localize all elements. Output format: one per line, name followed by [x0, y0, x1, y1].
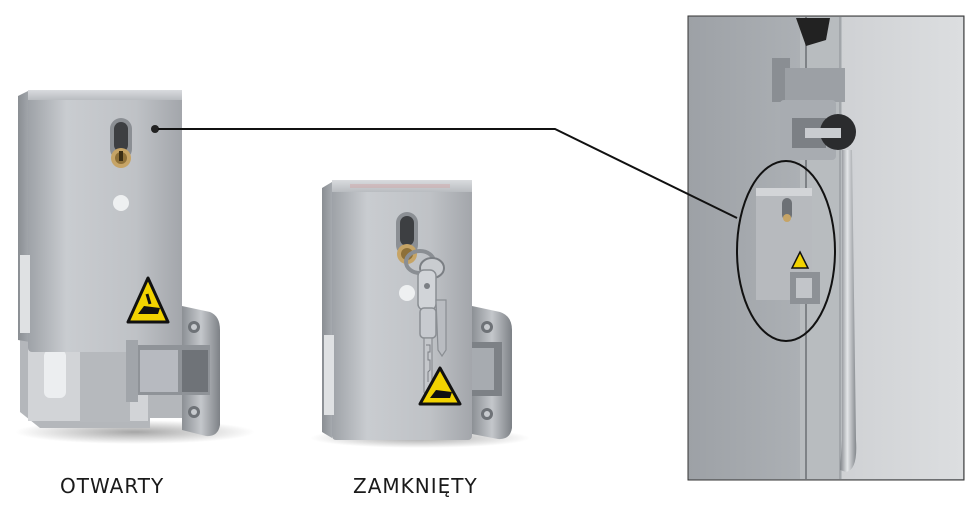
- caption-open: OTWARTY: [60, 474, 165, 498]
- hand-crush-warning-icon: [126, 276, 170, 324]
- lock-open: [15, 90, 255, 444]
- lock-closed: [310, 180, 530, 448]
- caption-closed: ZAMKNIĘTY: [353, 474, 478, 498]
- keys: [404, 249, 447, 400]
- hand-crush-warning-icon: [418, 366, 462, 406]
- cylinder-lock-icon: [396, 212, 418, 264]
- installation-photo: [687, 15, 965, 481]
- leader-line: [158, 128, 738, 219]
- cylinder-lock-icon: [110, 118, 132, 168]
